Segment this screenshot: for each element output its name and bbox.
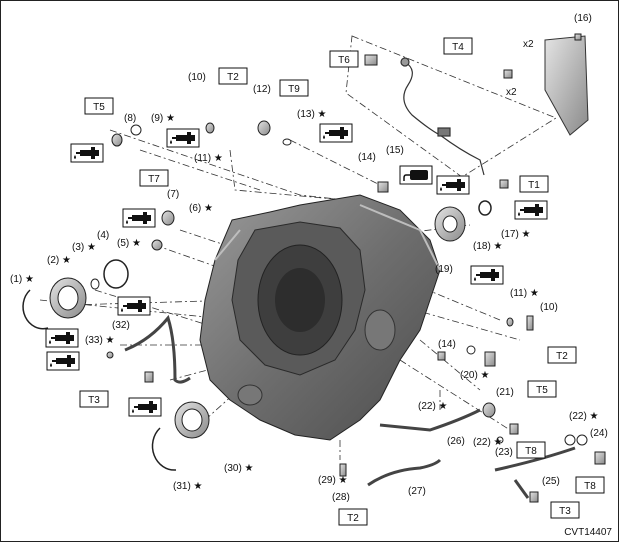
callout-c24: (24) bbox=[590, 428, 608, 439]
multiplier-x2a: x2 bbox=[523, 39, 534, 50]
callout-c3: (3) ★ bbox=[72, 242, 96, 253]
callout-c22c: (22) ★ bbox=[569, 411, 599, 422]
torque-tag-t1: T1 bbox=[519, 175, 549, 193]
fluid-application-icon bbox=[117, 296, 151, 316]
fluid-application-icon bbox=[45, 328, 79, 348]
svg-text:T2: T2 bbox=[227, 72, 239, 83]
wiring-harness bbox=[400, 57, 485, 176]
svg-text:T8: T8 bbox=[584, 481, 596, 492]
callout-c22a: (22) ★ bbox=[418, 401, 448, 412]
svg-text:T4: T4 bbox=[452, 42, 464, 53]
callout-c8: (8) bbox=[124, 113, 136, 124]
torque-tag-t8a: T8 bbox=[516, 441, 546, 459]
fluid-application-icon bbox=[514, 200, 548, 220]
callout-c30: (30) ★ bbox=[224, 463, 254, 474]
svg-text:T6: T6 bbox=[338, 55, 350, 66]
bracket bbox=[544, 35, 589, 136]
callout-c4: (4) bbox=[97, 230, 109, 241]
callout-c18: (18) ★ bbox=[473, 241, 503, 252]
callout-c11b: (11) ★ bbox=[510, 288, 539, 299]
callout-c15: (15) bbox=[386, 145, 404, 156]
callout-c11a: (11) ★ bbox=[194, 153, 223, 164]
torque-tag-t9: T9 bbox=[279, 79, 309, 97]
svg-text:T2: T2 bbox=[556, 351, 568, 362]
callout-c20: (20) ★ bbox=[460, 370, 490, 381]
torque-tag-t3b: T3 bbox=[550, 501, 580, 519]
fluid-application-icon bbox=[46, 351, 80, 371]
small-parts bbox=[22, 33, 606, 503]
callout-c16: (16) bbox=[574, 13, 592, 24]
svg-text:T2: T2 bbox=[347, 513, 359, 524]
torque-tag-t4: T4 bbox=[443, 37, 473, 55]
callout-c1: (1) ★ bbox=[10, 274, 34, 285]
callout-c26: (26) bbox=[447, 436, 465, 447]
fluid-application-icon bbox=[70, 143, 104, 163]
fluid-application-icon bbox=[166, 128, 200, 148]
torque-tag-t2b: T2 bbox=[547, 346, 577, 364]
callout-c28: (28) bbox=[332, 492, 350, 503]
fluid-application-icon bbox=[436, 175, 470, 195]
callout-c29: (29) ★ bbox=[318, 475, 348, 486]
callout-c6: (6) ★ bbox=[189, 203, 213, 214]
callout-c12: (12) bbox=[253, 84, 271, 95]
fluid-application-icon bbox=[122, 208, 156, 228]
callout-c31: (31) ★ bbox=[173, 481, 203, 492]
multiplier-x2b: x2 bbox=[506, 87, 517, 98]
torque-tag-t5b: T5 bbox=[527, 380, 557, 398]
callout-c23: (23) bbox=[495, 447, 513, 458]
callout-c10b: (10) bbox=[540, 302, 558, 313]
svg-text:T3: T3 bbox=[559, 506, 571, 517]
torque-tag-t7: T7 bbox=[139, 169, 169, 187]
torque-tag-t5a: T5 bbox=[84, 97, 114, 115]
callout-c22b: (22) ★ bbox=[473, 437, 503, 448]
transmission-case bbox=[199, 194, 441, 441]
sealant-application-icon bbox=[399, 165, 433, 185]
svg-text:T3: T3 bbox=[88, 395, 100, 406]
torque-tag-t2c: T2 bbox=[338, 508, 368, 526]
svg-text:T5: T5 bbox=[536, 385, 548, 396]
svg-text:T1: T1 bbox=[528, 180, 540, 191]
svg-text:T7: T7 bbox=[148, 174, 160, 185]
torque-tag-t6: T6 bbox=[329, 50, 359, 68]
callout-c2: (2) ★ bbox=[47, 255, 71, 266]
callout-c27: (27) bbox=[408, 486, 426, 497]
svg-text:T9: T9 bbox=[288, 84, 300, 95]
callout-c13: (13) ★ bbox=[297, 109, 327, 120]
callout-c14a: (14) bbox=[358, 152, 376, 163]
callout-c14b: (14) bbox=[438, 339, 456, 350]
callout-c33: (33) ★ bbox=[85, 335, 115, 346]
callout-labels: (1) ★ (2) ★(3) ★(4) (5) ★ (6) ★ (7) (8) (9) ★ (… bbox=[10, 13, 612, 538]
svg-text:T5: T5 bbox=[93, 102, 105, 113]
callout-c32: (32) bbox=[112, 320, 130, 331]
torque-tag-t3a: T3 bbox=[79, 390, 109, 408]
callout-c10a: (10) bbox=[188, 72, 206, 83]
fluid-application-icon bbox=[319, 123, 353, 143]
callout-c5: (5) ★ bbox=[117, 238, 141, 249]
svg-text:T8: T8 bbox=[525, 446, 537, 457]
pipes bbox=[124, 314, 576, 499]
callout-c9: (9) ★ bbox=[151, 113, 175, 124]
fluid-application-icon bbox=[128, 397, 162, 417]
torque-tag-t2a: T2 bbox=[218, 67, 248, 85]
diagram-code: CVT14407 bbox=[564, 527, 612, 538]
callout-c21: (21) bbox=[496, 387, 514, 398]
callout-c7: (7) bbox=[167, 189, 179, 200]
torque-tag-t8b: T8 bbox=[575, 476, 605, 494]
fluid-application-icon bbox=[470, 265, 504, 285]
callout-c25: (25) bbox=[542, 476, 560, 487]
callout-c17: (17) ★ bbox=[501, 229, 531, 240]
callout-c19: (19) bbox=[435, 264, 453, 275]
